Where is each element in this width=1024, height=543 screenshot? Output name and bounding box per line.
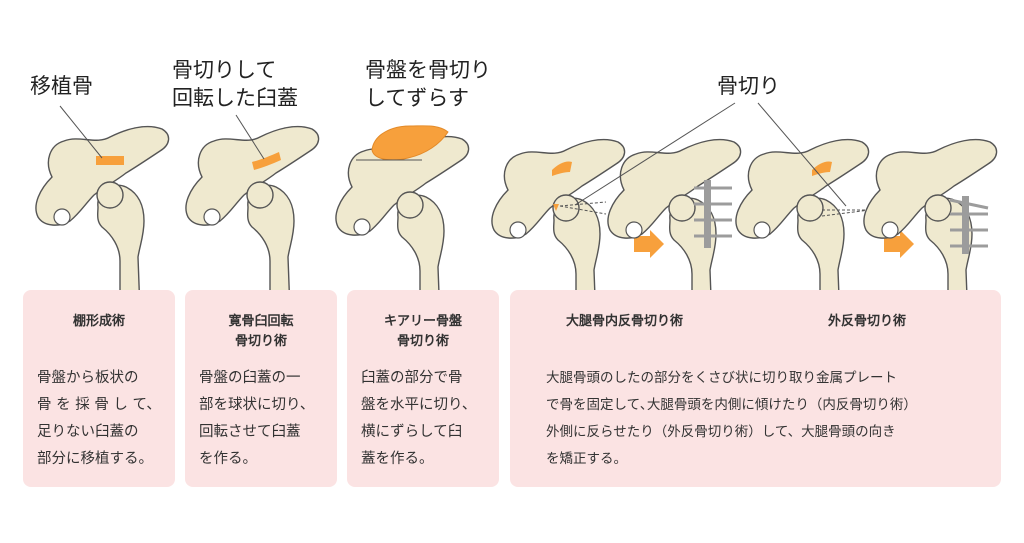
leader-line-rotated — [235, 114, 265, 160]
acetabulum-highlight — [552, 161, 572, 176]
wedge-cut-upper — [559, 201, 607, 207]
figure-shelf-procedure — [35, 105, 170, 290]
card-title: キアリー骨盤 骨切り術 — [383, 314, 462, 349]
card-chiari-osteotomy: キアリー骨盤 骨切り術 臼蓋の部分で骨 盤を水平に切り、 横にずらして臼 蓋を作… — [347, 290, 499, 487]
card-title: 棚形成術 — [72, 314, 125, 329]
card-title-valgus: 外反骨切り術 — [828, 314, 907, 329]
screw — [949, 198, 989, 210]
hip-surgery-illustrations — [35, 102, 998, 290]
label-rotated-acetabulum: 骨切りして 回転した臼蓋 — [172, 58, 298, 110]
wedge-cut-upper — [821, 209, 871, 217]
label-shifted-pelvis: 骨盤を骨切り してずらす — [365, 58, 491, 110]
arrow-right — [634, 230, 664, 258]
wedge-cut-lower — [559, 205, 607, 215]
label-bone-graft: 移植骨 — [30, 74, 93, 98]
bone-graft — [96, 156, 124, 165]
card-body: 臼蓋の部分で骨 盤を水平に切り、 横にずらして臼 蓋を作る。 — [361, 370, 477, 467]
rotated-acetabulum — [252, 152, 281, 170]
leader-line-osteotomy — [757, 102, 847, 207]
leader-line-osteotomy — [574, 102, 736, 206]
figure-chiari-osteotomy — [335, 125, 470, 290]
arrow-down-small — [553, 204, 559, 211]
figure-valgus-osteotomy — [735, 138, 998, 290]
label-osteotomy: 骨切り — [717, 74, 780, 98]
card-rotational-osteotomy: 寛骨臼回転 骨切り術 骨盤の臼蓋の一 部を球状に切り、 回転させて臼蓋 を作る。 — [185, 290, 337, 487]
metal-plate — [962, 196, 969, 254]
card-shelf-procedure: 棚形成術 骨盤から板状の 骨 を 採 骨 し て、 足りない臼蓋の 部分に移植す… — [23, 290, 175, 487]
card-body: 骨盤の臼蓋の一 部を球状に切り、 回転させて臼蓋 を作る。 — [199, 370, 315, 467]
card-title-varus: 大腿骨内反骨切り術 — [566, 314, 684, 329]
card-title: 寛骨臼回転 骨切り術 — [228, 314, 294, 349]
card-body: 骨盤から板状の 骨 を 採 骨 し て、 足りない臼蓋の 部分に移植する。 — [37, 370, 161, 467]
card-body: 大腿骨頭のしたの部分をくさび状に切り取り金属プレート で骨を固定して､大腿骨頭を… — [546, 370, 917, 467]
card-femoral-osteotomy: 大腿骨内反骨切り術 外反骨切り術 大腿骨頭のしたの部分をくさび状に切り取り金属プ… — [510, 290, 1001, 487]
leader-line-graft — [59, 105, 103, 159]
metal-plate — [704, 180, 711, 248]
figure-varus-osteotomy — [491, 138, 742, 290]
figure-rotational-osteotomy — [185, 114, 320, 290]
